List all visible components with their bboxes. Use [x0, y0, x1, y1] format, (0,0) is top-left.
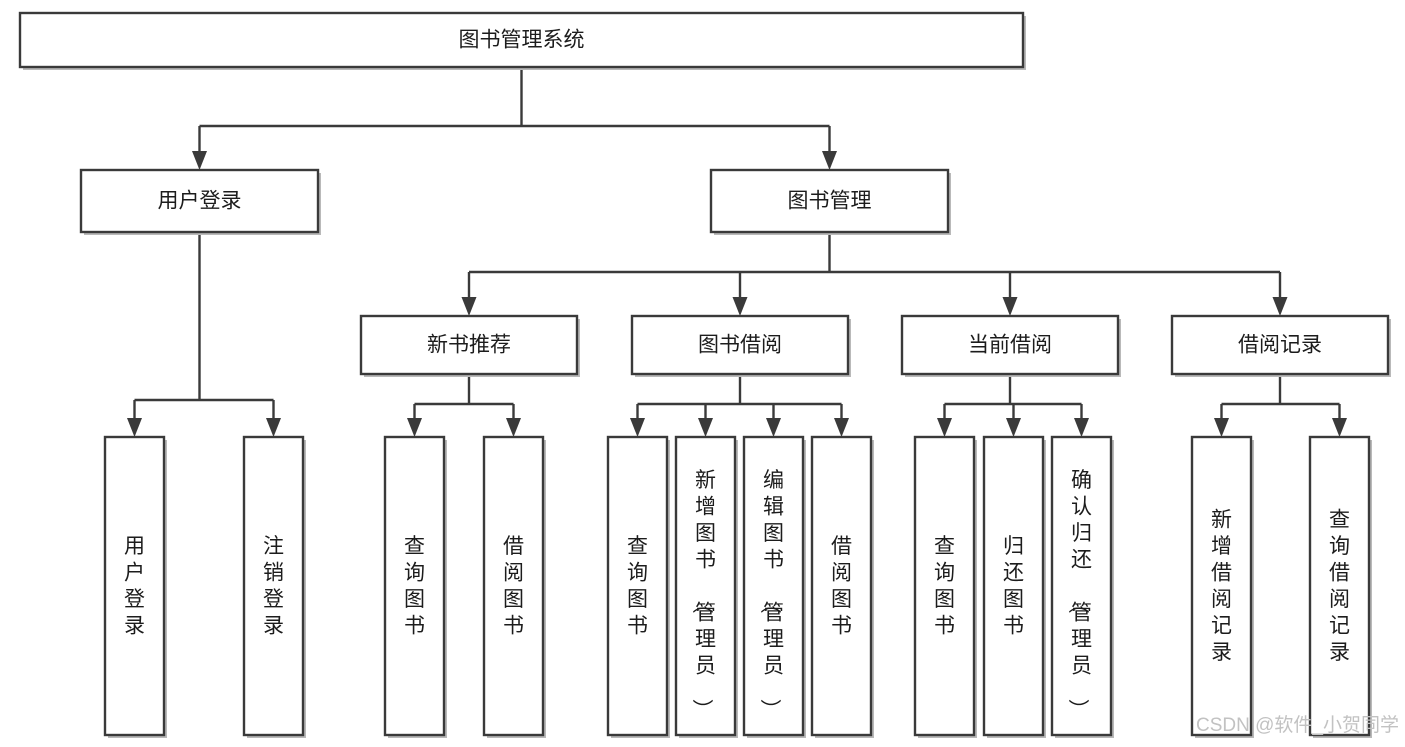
edge-layer — [127, 67, 1347, 437]
node-leaf-borrow-edit[interactable]: 编辑图书（管理员） — [742, 435, 806, 738]
node-l3-0[interactable]: 新书推荐 — [359, 314, 580, 377]
node-outline — [913, 435, 976, 737]
node-l3-2[interactable]: 当前借阅 — [900, 314, 1121, 377]
node-outline — [630, 314, 850, 376]
node-label: 注销登录 — [263, 535, 284, 638]
node-outline — [103, 435, 166, 737]
node-l2-1[interactable]: 图书管理 — [709, 168, 951, 235]
node-outline — [359, 314, 579, 376]
node-label: 查询借阅记录 — [1329, 509, 1350, 665]
node-outline — [606, 435, 669, 737]
node-outline — [810, 435, 873, 737]
node-label: 借阅图书 — [503, 535, 524, 638]
csdn-watermark: CSDN @软件_小贺同学 — [1196, 714, 1399, 736]
node-outline — [900, 314, 1120, 376]
node-label: 查询图书 — [934, 535, 955, 638]
node-outline — [482, 435, 545, 737]
node-label: 查询图书 — [404, 535, 425, 638]
node-outline — [18, 11, 1025, 69]
node-label: 图书借阅 — [698, 334, 782, 357]
node-outline — [1190, 435, 1253, 737]
node-leaf-cur-return[interactable]: 归还图书 — [982, 435, 1046, 738]
node-leaf-new-query[interactable]: 查询图书 — [383, 435, 447, 738]
node-label: 新书推荐 — [427, 334, 511, 357]
node-outline — [242, 435, 305, 737]
node-label: 查询图书 — [627, 535, 648, 638]
node-label: 新增图书（管理员） — [690, 469, 716, 720]
node-label: 新增借阅记录 — [1211, 509, 1232, 665]
node-label: 确认归还（管理员） — [1066, 469, 1092, 720]
node-outline — [1050, 435, 1113, 737]
node-label: 归还图书 — [1003, 535, 1024, 638]
node-outline — [982, 435, 1045, 737]
node-label: 当前借阅 — [968, 334, 1052, 357]
node-leaf-new-borrow[interactable]: 借阅图书 — [482, 435, 546, 738]
node-l2-0[interactable]: 用户登录 — [79, 168, 321, 235]
node-root[interactable]: 图书管理系统 — [18, 11, 1026, 70]
node-l3-3[interactable]: 借阅记录 — [1170, 314, 1391, 377]
node-leaf-cur-query[interactable]: 查询图书 — [913, 435, 977, 738]
node-leaf-user-logout[interactable]: 注销登录 — [242, 435, 306, 738]
node-outline — [1170, 314, 1390, 376]
node-label: 图书管理 — [788, 190, 872, 213]
node-outline — [1308, 435, 1371, 737]
node-outline — [709, 168, 950, 234]
node-label: 图书管理系统 — [459, 29, 585, 52]
node-leaf-borrow-do[interactable]: 借阅图书 — [810, 435, 874, 738]
node-outline — [742, 435, 805, 737]
node-outline — [79, 168, 320, 234]
node-label: 借阅图书 — [831, 535, 852, 638]
node-leaf-cur-confirm[interactable]: 确认归还（管理员） — [1050, 435, 1114, 738]
node-leaf-borrow-query[interactable]: 查询图书 — [606, 435, 670, 738]
node-leaf-user-login[interactable]: 用户登录 — [103, 435, 167, 738]
node-outline — [383, 435, 446, 737]
node-label: 编辑图书（管理员） — [758, 469, 784, 720]
node-label: 用户登录 — [158, 190, 242, 213]
node-label: 用户登录 — [124, 535, 145, 638]
node-layer: 图书管理系统用户登录图书管理新书推荐图书借阅当前借阅借阅记录用户登录注销登录查询… — [18, 11, 1391, 738]
node-leaf-borrow-add[interactable]: 新增图书（管理员） — [674, 435, 738, 738]
node-leaf-rec-query[interactable]: 查询借阅记录 — [1308, 435, 1372, 738]
node-label: 借阅记录 — [1238, 334, 1322, 357]
node-outline — [674, 435, 737, 737]
node-l3-1[interactable]: 图书借阅 — [630, 314, 851, 377]
node-leaf-rec-add[interactable]: 新增借阅记录 — [1190, 435, 1254, 738]
